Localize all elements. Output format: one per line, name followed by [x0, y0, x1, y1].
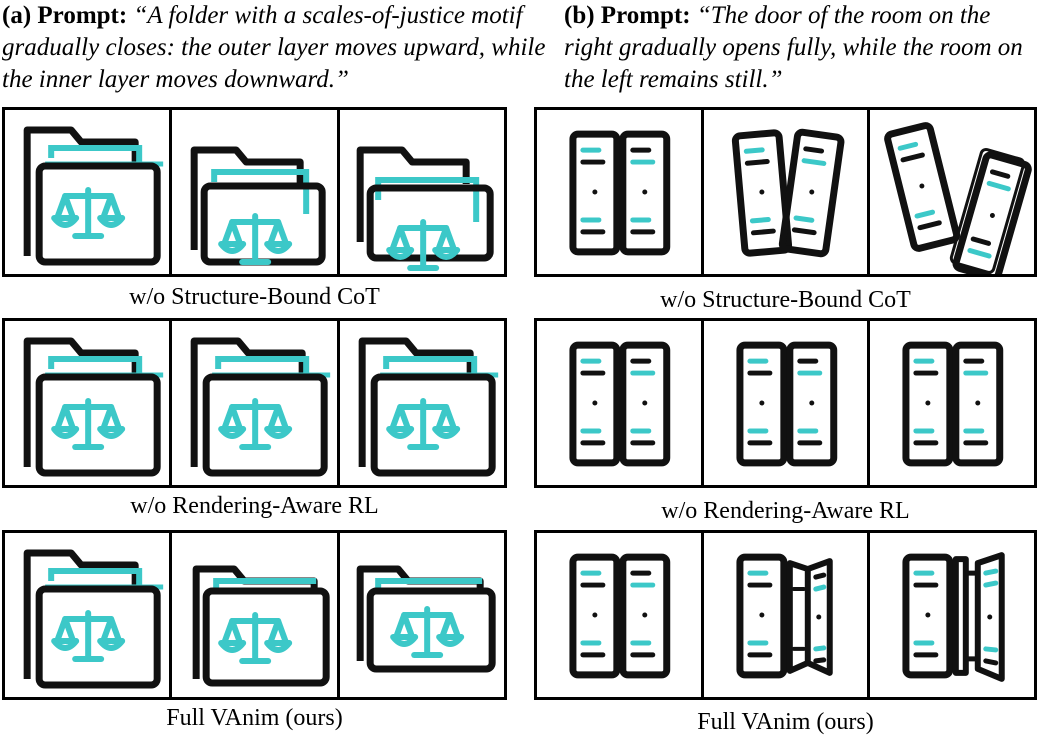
door-left-icon [736, 341, 788, 467]
door-left-icon [902, 341, 954, 467]
door-frame [867, 533, 1034, 697]
caption-a-row2: w/o Rendering-Aware RL [130, 493, 379, 519]
doors-icon [569, 130, 671, 256]
scales-icon [389, 606, 464, 658]
scales-icon [218, 612, 293, 664]
scales-icon [385, 219, 460, 271]
door-left-icon [902, 553, 954, 679]
folder-frame [5, 110, 169, 274]
doors-icon [736, 341, 837, 467]
folder-row-3 [2, 530, 507, 700]
door-right-icon [778, 128, 845, 258]
door-right-icon [952, 341, 1004, 467]
caption-b-row2: w/o Rendering-Aware RL [661, 498, 910, 524]
prompt-b-text: “The door of the room on the right gradu… [564, 2, 1023, 93]
folder-frame [336, 110, 504, 274]
door-left-icon [731, 129, 792, 257]
scales-icon [51, 398, 126, 450]
folder-icon [356, 565, 496, 673]
caption-b-row3: Full VAnim (ours) [697, 709, 874, 735]
door-frame [537, 533, 701, 697]
scales-icon [51, 610, 126, 662]
door-frame [867, 321, 1034, 485]
door-frame [537, 110, 701, 274]
door-right-icon [619, 553, 671, 679]
door-frame [867, 110, 1034, 274]
folder-icon [358, 337, 498, 477]
door-left-icon [569, 553, 621, 679]
door-right-icon [619, 130, 671, 256]
door-left-icon [736, 553, 788, 679]
doors-icon [731, 128, 845, 258]
door-frame [700, 110, 868, 274]
prompt-a-text: “A folder with a scales-of-justice motif… [2, 2, 546, 93]
door-left-icon [569, 130, 621, 256]
door-right-icon [950, 147, 1033, 274]
door-right-icon [619, 341, 671, 467]
folder-row-2 [2, 318, 507, 488]
doors-icon [569, 341, 671, 467]
door-frame [537, 321, 701, 485]
door-frame [700, 321, 868, 485]
folder-frame [336, 533, 504, 697]
scales-icon [218, 213, 293, 265]
prompt-a-tag: (a) Prompt: [2, 2, 128, 29]
door-left-icon [569, 341, 621, 467]
door-frame [700, 533, 868, 697]
scales-icon [51, 187, 126, 239]
folder-icon [190, 146, 326, 266]
folder-icon [192, 565, 330, 687]
door-left-icon [884, 122, 961, 252]
folder-frame [169, 321, 336, 485]
folder-icon [23, 126, 164, 266]
caption-a-row3: Full VAnim (ours) [166, 705, 343, 731]
folder-frame [336, 321, 504, 485]
folder-frame [5, 533, 169, 697]
folder-frame [169, 533, 336, 697]
doors-icon [736, 553, 833, 679]
folder-icon [23, 337, 164, 477]
caption-b-row1: w/o Structure-Bound CoT [660, 287, 911, 313]
door-row-1 [534, 107, 1037, 277]
folder-frame [5, 321, 169, 485]
doors-icon [902, 341, 1004, 467]
doors-icon [884, 122, 1033, 274]
folder-row-1 [2, 107, 507, 277]
door-right-icon [786, 341, 837, 467]
scales-icon [218, 398, 293, 450]
door-open-icon [953, 552, 1006, 682]
folder-icon [23, 549, 164, 689]
door-row-3 [534, 530, 1037, 700]
doors-icon [569, 553, 671, 679]
prompt-b-tag: (b) Prompt: [564, 2, 691, 29]
scales-icon [385, 398, 460, 450]
prompt-b: (b) Prompt: “The door of the room on the… [564, 0, 1034, 96]
caption-a-row1: w/o Structure-Bound CoT [129, 284, 380, 310]
folder-icon [356, 146, 494, 271]
folder-icon [190, 337, 331, 477]
door-opening-icon [786, 558, 833, 676]
door-row-2 [534, 318, 1037, 488]
folder-frame [169, 110, 336, 274]
doors-icon [902, 552, 1006, 682]
prompt-a: (a) Prompt: “A folder with a scales-of-j… [2, 0, 567, 96]
